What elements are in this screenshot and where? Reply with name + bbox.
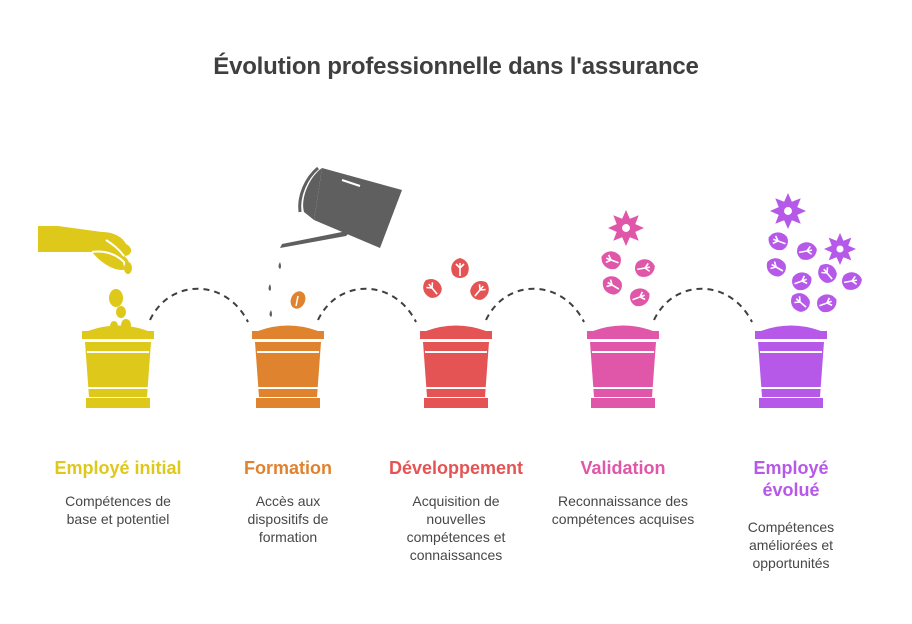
leaf-9 — [791, 293, 810, 312]
step-description-1: Compétences de base et potentiel — [65, 493, 171, 527]
watering-can-icon — [268, 166, 402, 317]
leaf-2 — [451, 258, 469, 278]
leaf-2 — [601, 251, 621, 270]
page-title: Évolution professionnelle dans l'assuran… — [213, 53, 699, 80]
leaf-7 — [818, 264, 837, 283]
leaf-8 — [842, 272, 862, 290]
pot-5 — [755, 325, 827, 408]
connector-4 — [653, 287, 753, 323]
leaves-icon — [423, 258, 489, 300]
connector-3 — [485, 287, 585, 323]
leaf-4 — [602, 276, 622, 295]
step-title-2: Formation — [244, 458, 332, 478]
pot-3 — [420, 325, 492, 408]
connector-1 — [149, 287, 249, 323]
sprout-icon — [290, 291, 306, 309]
leaf-6 — [792, 272, 812, 291]
leaf-4 — [797, 242, 817, 260]
step-title-3: Développement — [388, 458, 524, 478]
leaf-10 — [817, 294, 837, 313]
hand-dropping-seeds-icon — [38, 226, 132, 331]
step-description-5: Compétences améliorées et opportunités — [747, 519, 835, 571]
step-title-5: Employé évolué — [753, 458, 829, 500]
leaf-3 — [470, 281, 489, 300]
step-description-3: Acquisition de nouvelles compétences et … — [406, 493, 506, 563]
leaf-5 — [766, 258, 786, 277]
connector-2 — [317, 287, 417, 323]
pot-1 — [82, 325, 154, 408]
leaf-3 — [635, 259, 655, 277]
step-description-4: Reconnaissance des compétences acquises — [551, 493, 695, 527]
flower-1 — [608, 210, 644, 246]
leaf-1 — [423, 279, 442, 298]
flower-1 — [770, 193, 806, 229]
step-description-2: Accès aux dispositifs de formation — [247, 493, 329, 545]
leaf-5 — [630, 288, 650, 307]
step-title-1: Employé initial — [54, 458, 182, 478]
flower-2 — [824, 233, 856, 265]
pot-2 — [252, 325, 324, 408]
leaf-3 — [768, 232, 788, 251]
full-flowers-icon — [766, 193, 862, 313]
pot-4 — [587, 325, 659, 408]
step-title-4: Validation — [580, 458, 666, 478]
flower-and-leaves-icon — [601, 210, 655, 307]
